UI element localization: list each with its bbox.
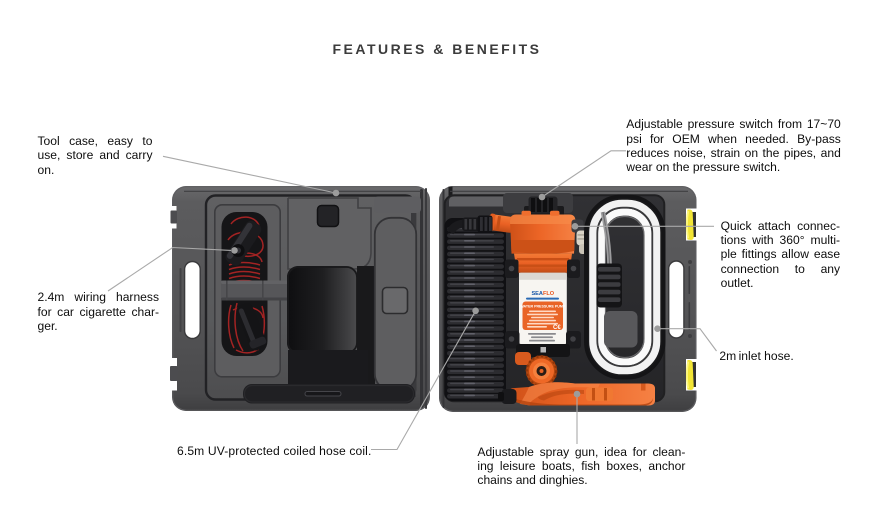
svg-text:SEAFLO: SEAFLO bbox=[531, 291, 554, 297]
svg-text:WATER PRESSURE PUMP: WATER PRESSURE PUMP bbox=[520, 304, 565, 308]
svg-text:C€: C€ bbox=[553, 325, 561, 331]
